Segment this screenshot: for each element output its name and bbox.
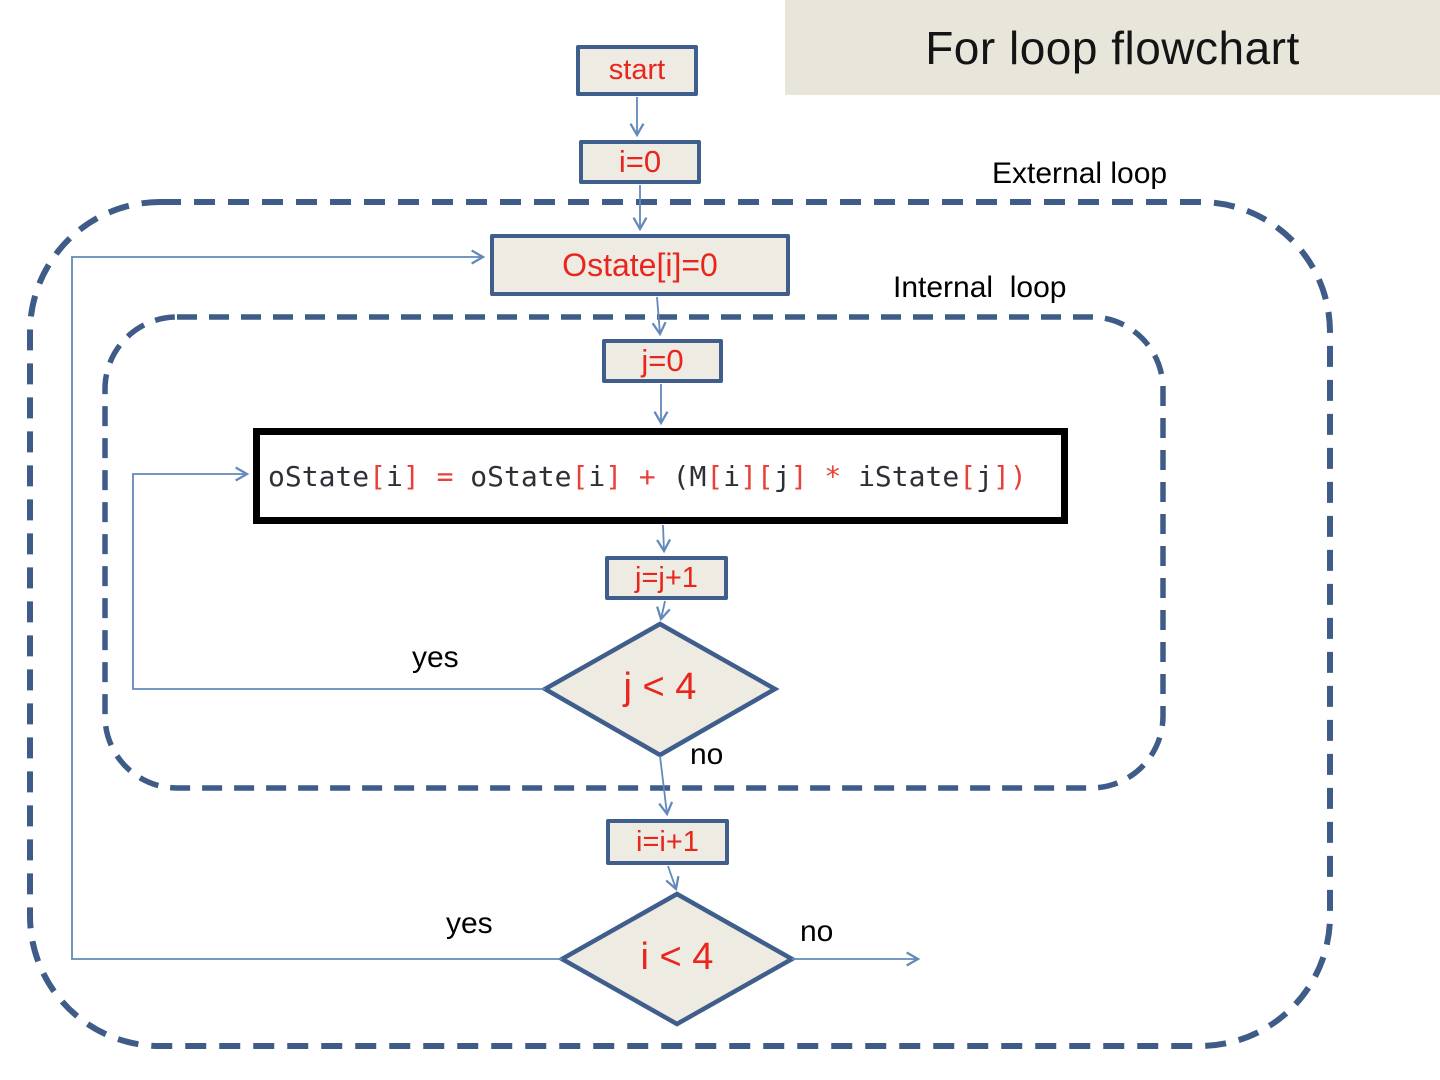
- cond-i-no-label: no: [800, 915, 834, 948]
- node-init-j: j=0: [602, 339, 723, 383]
- node-incr-i: i=i+1: [606, 819, 729, 865]
- cond-j-yes-label: yes: [412, 641, 459, 674]
- node-start: start: [576, 45, 698, 96]
- arrow-code-to-incr-j: [656, 524, 672, 554]
- node-ostate: Ostate[i]=0: [490, 234, 790, 296]
- arrow-ostate-to-init-j: [651, 296, 667, 337]
- slide-title-band: For loop flowchart: [785, 0, 1440, 95]
- cond-j-diamond: [540, 621, 780, 758]
- node-init-i: i=0: [579, 140, 701, 184]
- node-init-i-label: i=0: [618, 144, 662, 179]
- node-incr-i-label: i=i+1: [636, 825, 699, 858]
- arrow-cond-j-no-to-incr-i: [658, 755, 674, 817]
- arrow-incr-i-to-cond-i: [665, 865, 680, 892]
- arrow-incr-j-to-cond-j: [656, 600, 671, 622]
- cond-i-yes-label: yes: [446, 907, 493, 940]
- internal-loop-outline: [102, 314, 1166, 791]
- arrow-cond-j-yes-to-code: [132, 466, 545, 690]
- node-start-label: start: [608, 54, 666, 86]
- code-text: oState[i] = oState[i] + (M[i][j] * iStat…: [268, 459, 1027, 493]
- cond-j-no-label: no: [690, 738, 724, 771]
- node-init-j-label: j=0: [641, 343, 684, 378]
- external-loop-outline: [27, 199, 1333, 1049]
- slide-title: For loop flowchart: [925, 21, 1300, 74]
- node-incr-j: j=j+1: [605, 556, 728, 600]
- cond-i-label: i < 4: [640, 936, 714, 978]
- arrow-cond-i-yes-to-ostate: [71, 249, 562, 960]
- internal-loop-label: Internal loop: [893, 271, 1067, 304]
- node-incr-j-label: j=j+1: [635, 561, 698, 594]
- cond-j-label: j < 4: [623, 666, 697, 708]
- code-box: oState[i] = oState[i] + (M[i][j] * iStat…: [253, 428, 1068, 524]
- external-loop-label: External loop: [992, 157, 1168, 190]
- cond-i-diamond: [557, 891, 797, 1027]
- node-ostate-label: Ostate[i]=0: [562, 246, 718, 283]
